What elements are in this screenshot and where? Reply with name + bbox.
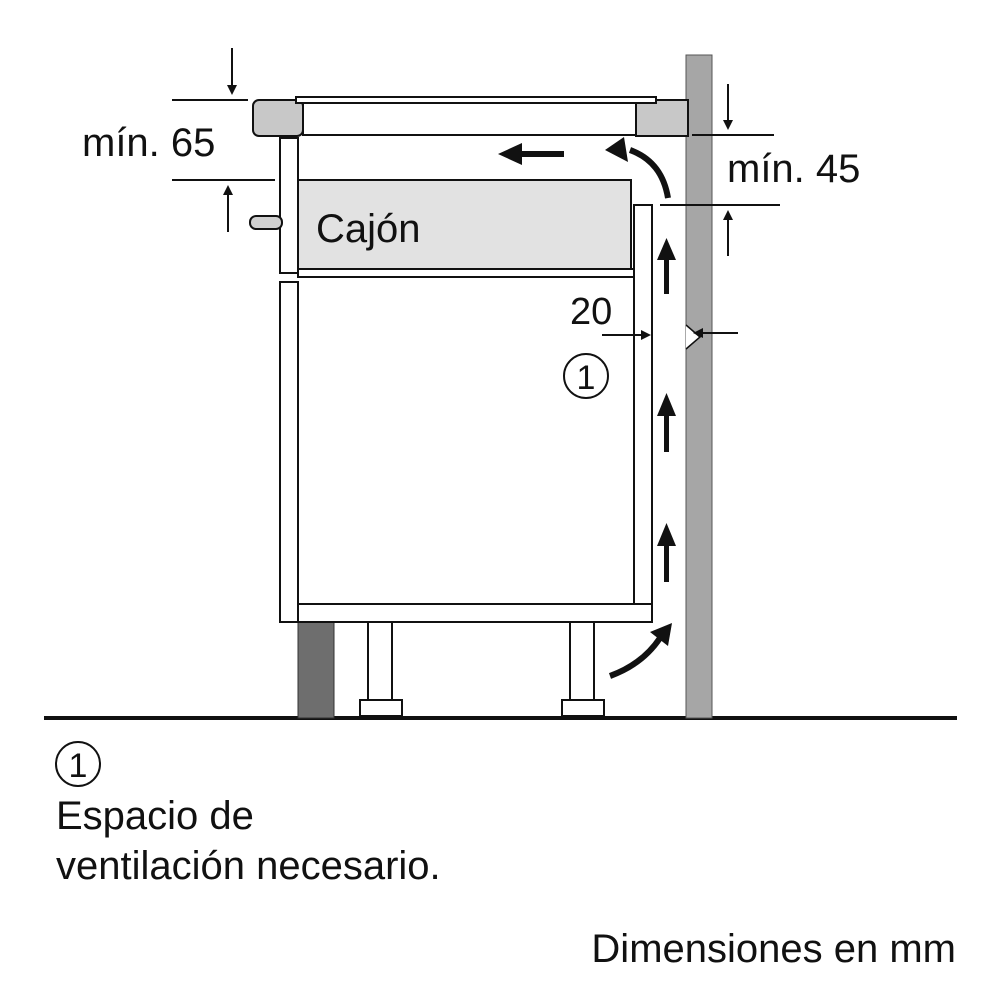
dim-65-label: mín. 65 [82,121,215,165]
airflow-arrow-curve-top [628,147,671,199]
airflow-arrow-up-1 [657,238,676,294]
legend-marker: 1 [55,741,101,787]
airflow-arrow-left [498,143,564,165]
drawer-handle [249,215,283,230]
airflow-arrow-curve-bottom [608,636,663,679]
hob-right-frame [635,99,689,137]
back-wall [685,54,713,719]
cabinet-shelf [297,268,635,278]
legend-text-line-1: Espacio de [56,794,254,838]
legend-text-line-2: ventilación necesario. [56,844,441,888]
ventilation-marker-number: 1 [577,359,596,397]
legend-marker-number: 1 [69,747,88,785]
leg-rear [569,621,595,701]
drawer [297,179,632,270]
drawer-label: Cajón [316,207,421,251]
units-note: Dimensiones en mm [591,927,956,971]
cabinet-upper-front [279,137,299,274]
airflow-arrow-up-3 [657,523,676,582]
airflow-arrow-curve-top-head [605,137,628,162]
plinth-post [297,619,335,719]
foot-front [359,699,403,717]
airflow-arrows [498,143,676,582]
hob-body [302,102,637,136]
ventilation-marker: 1 [563,353,609,399]
cabinet-back-panel [633,204,653,623]
hob-left-frame [252,99,304,137]
cabinet-bottom [297,603,653,623]
cabinet-front-panel [279,281,299,623]
leg-front [367,621,393,701]
dim-20-label: 20 [570,291,612,333]
foot-rear [561,699,605,717]
airflow-arrow-curve-bottom-head [650,623,672,646]
airflow-arrow-up-2 [657,393,676,452]
dim-45-label: mín. 45 [727,147,860,191]
